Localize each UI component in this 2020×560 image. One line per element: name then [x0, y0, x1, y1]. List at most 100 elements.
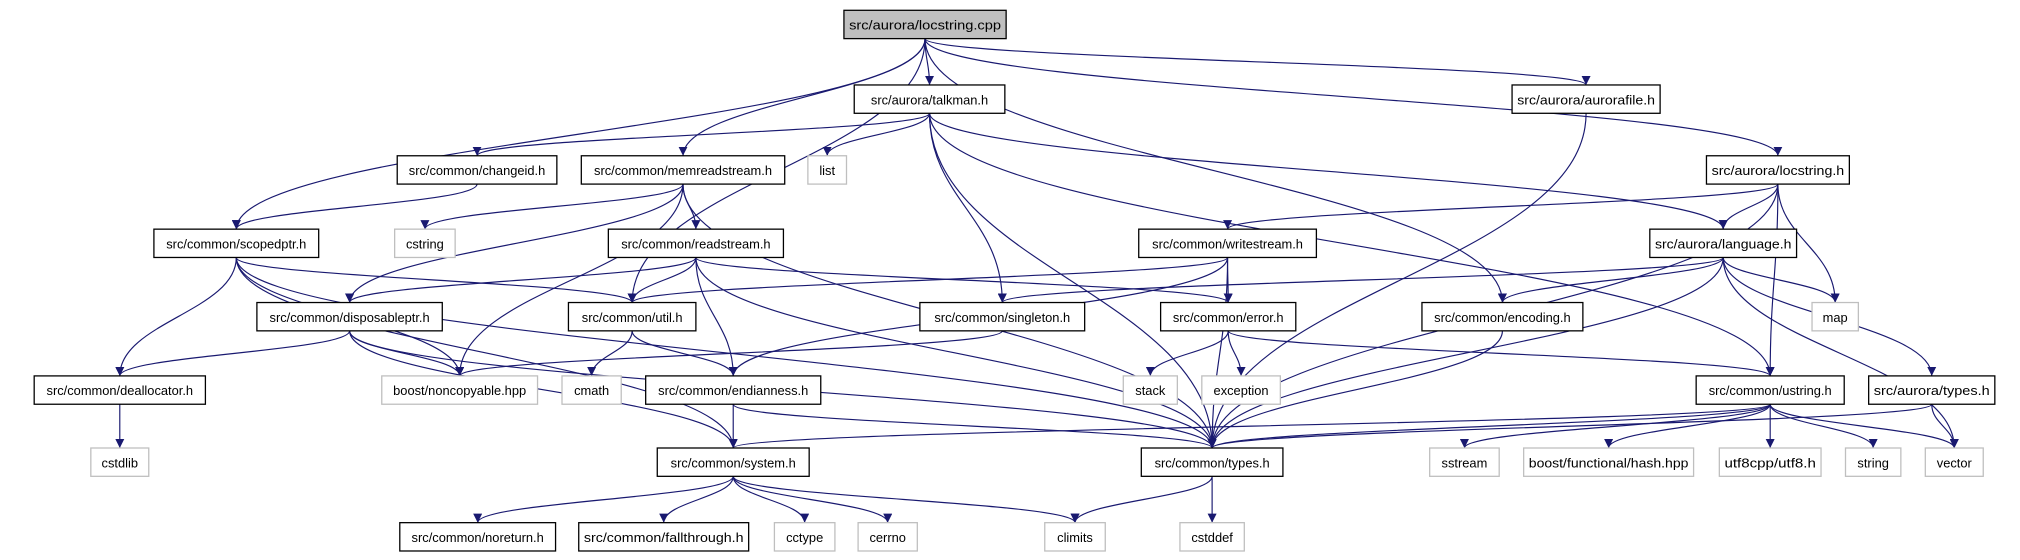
node-cpp[interactable]: src/aurora/locstring.cpp — [843, 9, 1007, 40]
node-exception: exception — [1201, 375, 1281, 405]
node-label: src/common/error.h — [1173, 310, 1284, 325]
node-box — [256, 301, 443, 332]
node-box — [1718, 447, 1822, 477]
node-memread[interactable]: src/common/memreadstream.h — [580, 155, 786, 185]
node-label: src/aurora/language.h — [1655, 236, 1791, 251]
edge-disposable-to-deallocator — [115, 330, 351, 377]
node-box — [1159, 301, 1297, 332]
node-box — [807, 155, 848, 185]
edge-error-to-exception — [1227, 330, 1246, 376]
edge-talkman-to-singleton — [928, 113, 1007, 303]
edge-writestream-to-types — [1207, 257, 1229, 449]
edge-ustring-to-system — [729, 403, 1771, 449]
edge-readstream-to-error — [695, 256, 1233, 304]
node-box — [578, 522, 750, 552]
edge-cpp-to-locstrh — [924, 38, 1783, 156]
edge-system-to-cerrno — [732, 476, 893, 523]
edge-scopedptr-to-deallocator — [115, 257, 237, 376]
node-language[interactable]: src/aurora/language.h — [1649, 228, 1798, 259]
node-label: src/aurora/types.h — [1874, 383, 1990, 398]
node-label: src/common/system.h — [671, 455, 796, 470]
node-label: src/common/readstream.h — [621, 236, 770, 251]
edge-talkman-to-list — [822, 113, 931, 156]
node-system[interactable]: src/common/system.h — [656, 447, 810, 477]
node-readstream[interactable]: src/common/readstream.h — [607, 228, 785, 259]
node-label: src/common/types.h — [1155, 455, 1270, 470]
edge-error-to-ustring — [1227, 330, 1775, 377]
node-stack: stack — [1122, 375, 1178, 405]
edge-singleton-to-noncopyable — [455, 330, 1003, 377]
node-box — [656, 447, 810, 477]
edge-types-to-climits — [1070, 476, 1213, 523]
node-label: src/common/memreadstream.h — [594, 163, 772, 178]
node-box — [1868, 375, 1996, 405]
node-encoding[interactable]: src/common/encoding.h — [1421, 301, 1584, 332]
node-changeid[interactable]: src/common/changeid.h — [396, 155, 558, 185]
node-box — [1429, 447, 1500, 477]
node-talkman[interactable]: src/aurora/talkman.h — [853, 84, 1006, 114]
node-box — [1179, 522, 1245, 552]
edge-auroratypes-to-types — [1207, 403, 1933, 449]
node-scopedptr[interactable]: src/common/scopedptr.h — [153, 228, 320, 259]
node-box — [1695, 375, 1845, 405]
node-noreturn[interactable]: src/common/noreturn.h — [399, 522, 557, 552]
node-util[interactable]: src/common/util.h — [567, 301, 697, 332]
node-aurorafile[interactable]: src/aurora/aurorafile.h — [1511, 84, 1661, 114]
edge-writestream-to-util — [627, 256, 1229, 304]
node-label: sstream — [1442, 455, 1488, 470]
node-auroratypes[interactable]: src/aurora/types.h — [1868, 375, 1996, 405]
node-endianness[interactable]: src/common/endianness.h — [645, 375, 822, 405]
node-error[interactable]: src/common/error.h — [1159, 301, 1297, 332]
edge-system-to-cctype — [732, 476, 810, 523]
node-disposable[interactable]: src/common/disposableptr.h — [256, 301, 443, 332]
node-label: cmath — [574, 383, 609, 398]
node-types[interactable]: src/common/types.h — [1140, 447, 1284, 477]
edge-auroratypes-to-vector — [1931, 404, 1959, 449]
edge-endianness-to-types — [732, 403, 1217, 449]
node-label: list — [819, 163, 835, 178]
edge-memread-to-cstring — [420, 183, 684, 230]
node-climits: climits — [1044, 522, 1106, 552]
node-noncopyable: boost/noncopyable.hpp — [381, 375, 539, 405]
node-string: string — [1844, 447, 1902, 477]
edge-error-to-stack — [1145, 330, 1229, 377]
edge-ustring-to-hash — [1604, 404, 1771, 449]
node-box — [399, 522, 557, 552]
node-fallthrough[interactable]: src/common/fallthrough.h — [578, 522, 750, 552]
edge-talkman-to-types — [928, 113, 1217, 449]
node-label: src/aurora/talkman.h — [871, 92, 988, 107]
node-label: src/common/disposableptr.h — [270, 310, 430, 325]
node-cstring: cstring — [394, 228, 456, 259]
node-list: list — [807, 155, 848, 185]
node-cstdlib: cstdlib — [90, 447, 150, 477]
edge-disposable-to-noncopyable — [349, 330, 465, 377]
node-singleton[interactable]: src/common/singleton.h — [919, 301, 1086, 332]
node-box — [1511, 84, 1661, 114]
edge-ustring-to-string — [1769, 404, 1878, 449]
node-label: src/common/deallocator.h — [47, 383, 194, 398]
node-label: src/common/endianness.h — [658, 383, 808, 398]
edge-language-to-map — [1722, 257, 1840, 303]
edge-cpp-to-aurorafile — [924, 38, 1591, 86]
nodes-layer: src/aurora/locstring.cpp src/aurora/talkm… — [33, 9, 1996, 552]
node-box — [1649, 228, 1798, 259]
edge-ustring-to-sstream — [1460, 403, 1771, 449]
node-ustring[interactable]: src/common/ustring.h — [1695, 375, 1845, 405]
edge-system-to-noreturn — [473, 476, 734, 523]
node-label: src/common/fallthrough.h — [584, 530, 744, 545]
edge-readstream-to-disposable — [345, 256, 697, 304]
node-locstrh[interactable]: src/aurora/locstring.h — [1705, 155, 1850, 185]
node-writestream[interactable]: src/common/writestream.h — [1138, 228, 1318, 259]
node-deallocator[interactable]: src/common/deallocator.h — [33, 375, 207, 405]
edge-language-to-vector — [1722, 257, 1959, 449]
node-label: exception — [1214, 383, 1269, 398]
node-label: src/aurora/locstring.cpp — [849, 18, 1001, 33]
edge-scopedptr-to-types — [235, 257, 1217, 449]
edge-locstrh-to-writestream — [1223, 183, 1779, 230]
node-label: cstddef — [1191, 530, 1233, 545]
node-box — [853, 84, 1006, 114]
edge-encoding-to-types — [1207, 330, 1503, 449]
edge-readstream-to-types — [695, 257, 1217, 449]
edge-language-to-encoding — [1498, 257, 1724, 303]
